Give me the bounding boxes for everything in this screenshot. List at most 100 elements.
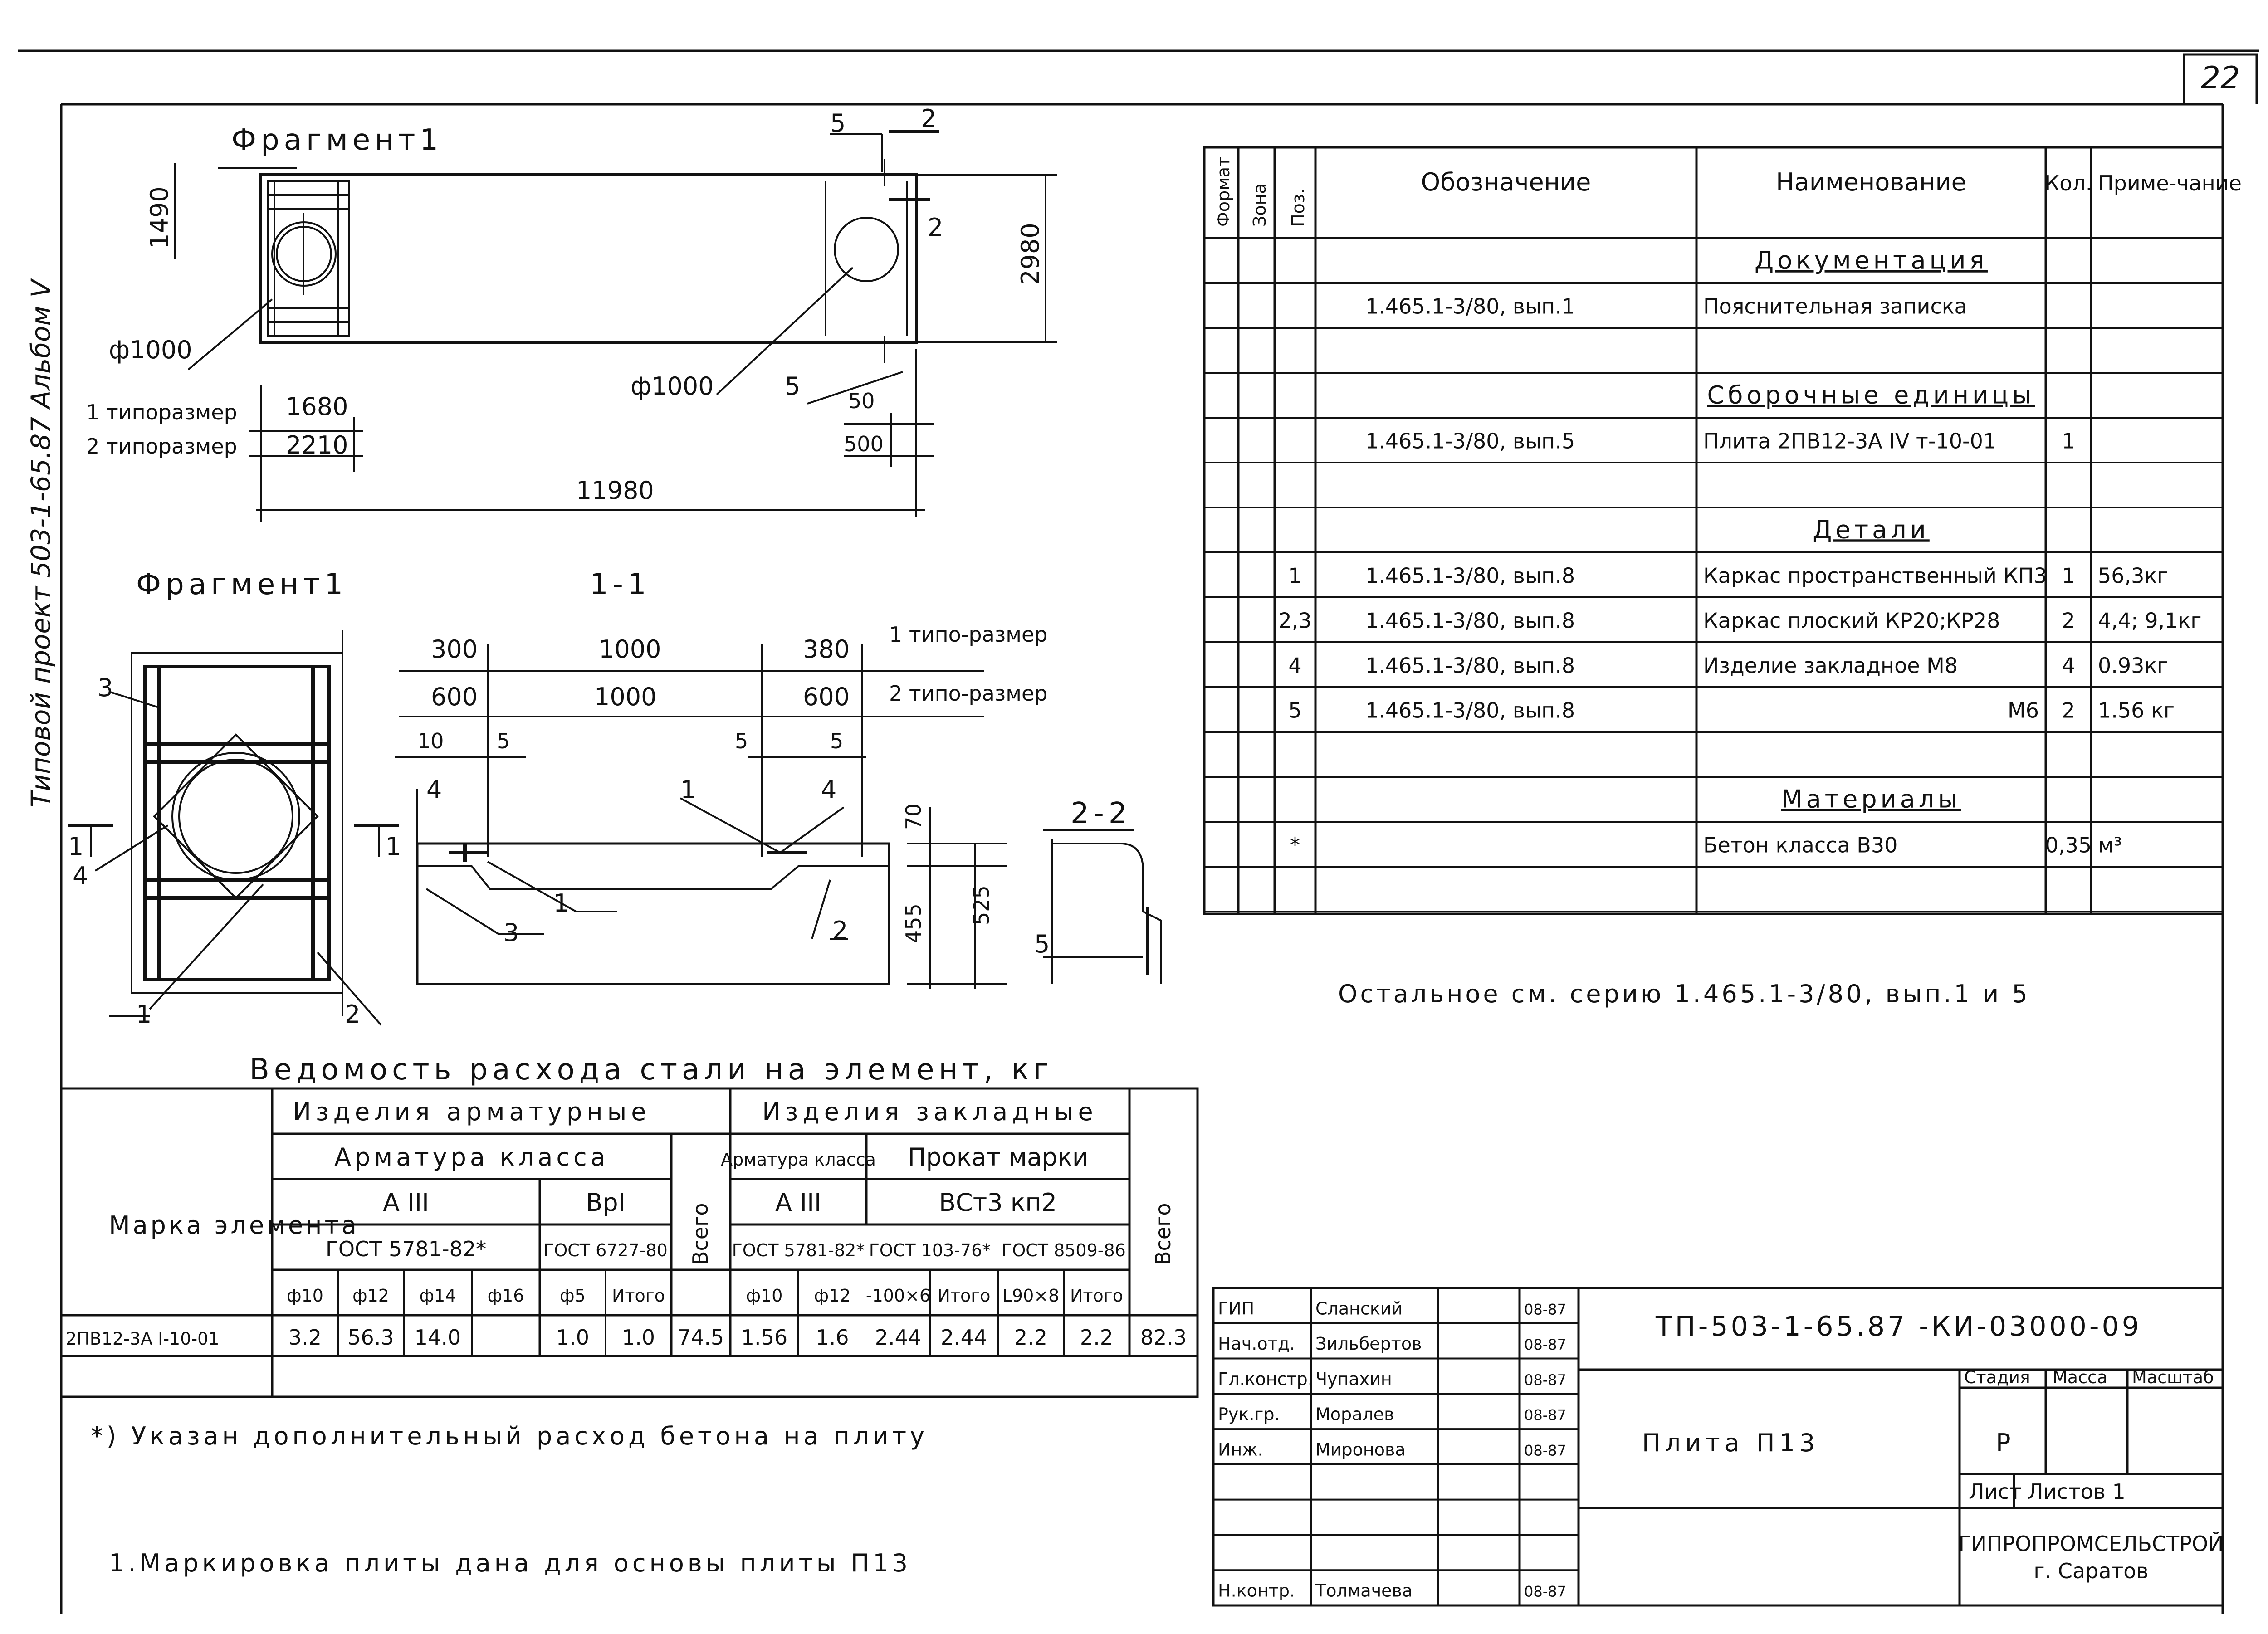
plan-title: Фрагмент1 — [231, 123, 443, 157]
tb-role: Гл.констр. — [1218, 1369, 1313, 1389]
spec-h-designation: Обозначение — [1421, 168, 1591, 196]
steel-h-total2: Всего — [1151, 1203, 1175, 1265]
spec-cell-pos: * — [1290, 833, 1300, 857]
steel-h-gost5: ГОСТ 8509-86 — [1002, 1240, 1126, 1260]
steel-title: Ведомость расхода стали на элемент, кг — [249, 1053, 1053, 1087]
steel-col-header: ф12 — [814, 1286, 851, 1306]
plan-label-5-top: 5 — [830, 109, 846, 137]
tb-date: 08-87 — [1524, 1371, 1566, 1389]
plan-typo2-label: 2 типоразмер — [86, 434, 237, 458]
tb-role: Инж. — [1218, 1439, 1263, 1459]
tb-date: 08-87 — [1524, 1301, 1566, 1318]
plan-phi-left: ф1000 — [109, 336, 192, 364]
steel-col-header: L90×8 — [1002, 1286, 1060, 1306]
section11-l1a: 1 — [680, 776, 696, 804]
tb-org: ГИПРОПРОМСЕЛЬСТРОЙ — [1958, 1532, 2224, 1556]
spec-cell-qty: 1 — [2062, 429, 2075, 453]
spec-cell-name: М6 — [2008, 698, 2039, 722]
section11-d70: 70 — [901, 803, 926, 830]
spec-cell-qty: 2 — [2062, 608, 2075, 633]
steel-value: 2.2 — [1080, 1325, 1113, 1350]
tb-name: Миронова — [1315, 1439, 1406, 1459]
section11-d5b: 5 — [735, 729, 748, 753]
spec-h-format: Формат — [1213, 157, 1233, 227]
tb-stage-label: Стадия — [1964, 1367, 2030, 1387]
spec-footnote: Остальное см. серию 1.465.1-3/80, вып.1 … — [1338, 980, 2030, 1008]
steel-h-bpi: ВрI — [586, 1188, 625, 1217]
tb-sheet-name: Плита П13 — [1642, 1429, 1819, 1457]
spec-h-pos: Поз. — [1288, 189, 1308, 227]
spec-row-lines — [1204, 282, 2223, 912]
section11-d5a: 5 — [497, 729, 510, 753]
spec-section-heading: Детали — [1813, 515, 1930, 544]
spec-cell-name: Каркас пространственный КП3 — [1703, 563, 2047, 588]
sheet-number: 22 — [2201, 60, 2240, 96]
section11-d600a: 600 — [431, 683, 478, 711]
spec-cell-qty: 4 — [2062, 653, 2075, 678]
note-1: 1.Маркировка плиты дана для основы плиты… — [109, 1549, 911, 1577]
spec-table-grid — [1203, 146, 2224, 915]
spec-header: Формат Зона Поз. Обозначение Наименовани… — [1213, 157, 2242, 227]
spec-h-note: Приме-чание — [2098, 171, 2242, 195]
plan-label-2-top: 2 — [921, 104, 936, 133]
steel-table-grid — [60, 1087, 1199, 1398]
steel-value: 1.0 — [556, 1325, 589, 1350]
plan-dim-2980: 2980 — [1016, 223, 1045, 285]
spec-cell-note: 0.93кг — [2098, 653, 2168, 678]
spec-cell-note: 4,4; 9,1кг — [2098, 608, 2201, 633]
tb-name: Моралев — [1315, 1405, 1394, 1424]
spec-h-zone: Зона — [1250, 183, 1270, 227]
spec-cell-designation: 1.465.1-3/80, вып.8 — [1365, 653, 1575, 678]
plan-label-2-side: 2 — [928, 213, 943, 242]
tb-name: Чупахин — [1315, 1369, 1392, 1389]
tb-sheet-label: Лист — [1969, 1479, 2022, 1504]
steel-value: 74.5 — [678, 1325, 724, 1350]
tb-mass-label: Масса — [2053, 1367, 2107, 1387]
plan-phi-right: ф1000 — [631, 372, 714, 400]
fragment-callout-1: 1 — [136, 1000, 152, 1029]
spec-cell-note: 56,3кг — [2098, 563, 2168, 588]
section11-d1000b: 1000 — [594, 683, 656, 711]
plan-label-5-mid: 5 — [785, 372, 800, 400]
side-stamp: Типовой проект 503-1-65.87 Альбом V — [25, 278, 56, 807]
steel-h-gost3: ГОСТ 5781-82* — [732, 1240, 865, 1260]
spec-h-qty: Кол. — [2045, 171, 2092, 195]
spec-cell-pos: 5 — [1288, 698, 1301, 722]
section11-d600b: 600 — [803, 683, 850, 711]
section11-d380: 380 — [803, 635, 850, 663]
steel-col-header: Итого — [937, 1286, 990, 1306]
tb-name: Сланский — [1315, 1298, 1403, 1318]
steel-col-header: Итого — [612, 1286, 665, 1306]
steel-h-vst: ВСт3 кп2 — [939, 1188, 1057, 1217]
plan-dim-1490: 1490 — [145, 186, 174, 249]
steel-value: 2.2 — [1014, 1325, 1047, 1350]
spec-cell-name: Бетон класса В30 — [1703, 833, 1897, 857]
tb-date: 08-87 — [1524, 1407, 1566, 1424]
steel-h-gost2: ГОСТ 6727-80 — [543, 1240, 668, 1260]
steel-h-class2: Арматура класса — [721, 1150, 876, 1170]
section22-title: 2-2 — [1070, 797, 1132, 830]
steel-value: 1.0 — [622, 1325, 655, 1350]
tb-date: 08-87 — [1524, 1442, 1566, 1459]
spec-cell-pos: 2,3 — [1278, 608, 1311, 633]
spec-cell-note: м³ — [2098, 833, 2122, 857]
steel-col-header: ф5 — [560, 1286, 586, 1306]
spec-cell-designation: 1.465.1-3/80, вып.5 — [1365, 429, 1575, 453]
section11-l2: 2 — [832, 916, 848, 945]
plan-dim-total: 11980 — [576, 476, 654, 505]
note-asterisk: *) Указан дополнительный расход бетона н… — [91, 1422, 928, 1450]
tb-role: Нач.отд. — [1218, 1334, 1295, 1354]
spec-cell-qty: 1 — [2062, 563, 2075, 588]
steel-h-gost1: ГОСТ 5781-82* — [326, 1237, 486, 1261]
fragment-title: Фрагмент1 — [136, 568, 347, 601]
steel-col-header: -100×6 — [866, 1286, 930, 1306]
section11-l3: 3 — [503, 918, 519, 947]
title-block-grid — [1212, 1287, 2224, 1607]
section11-l1b: 1 — [553, 889, 569, 917]
spec-cell-designation: 1.465.1-3/80, вып.8 — [1365, 608, 1575, 633]
steel-h-aiii2: А III — [775, 1188, 821, 1217]
plan-view — [174, 130, 1057, 522]
